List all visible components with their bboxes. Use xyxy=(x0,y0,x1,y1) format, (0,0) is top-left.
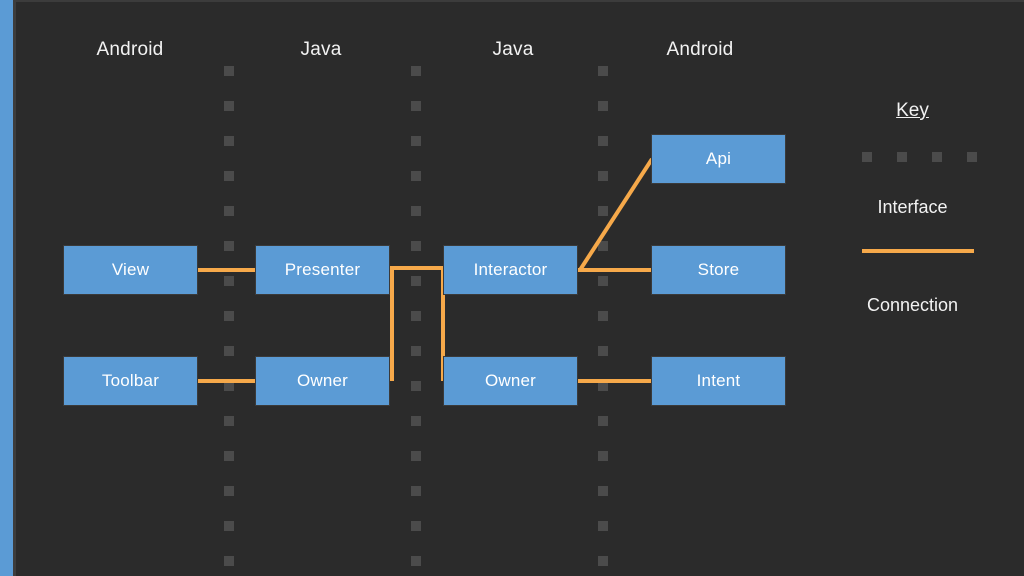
divider-dot xyxy=(224,206,234,216)
divider-dot xyxy=(598,136,608,146)
divider-dot xyxy=(598,311,608,321)
divider-dot xyxy=(411,276,421,286)
divider-dot xyxy=(598,276,608,286)
key-connection-sample xyxy=(862,249,974,253)
interface-divider-3 xyxy=(598,66,610,576)
interface-divider-2 xyxy=(411,66,423,576)
divider-dot xyxy=(224,66,234,76)
divider-dot xyxy=(411,346,421,356)
divider-dot xyxy=(224,241,234,251)
left-accent-bar-edge xyxy=(13,0,16,576)
node-view[interactable]: View xyxy=(63,245,198,295)
divider-dot xyxy=(411,241,421,251)
divider-dot xyxy=(411,521,421,531)
key-dot xyxy=(897,152,907,162)
column-header-android-left: Android xyxy=(96,39,164,60)
key-dot xyxy=(967,152,977,162)
divider-dot xyxy=(224,346,234,356)
key-title: Key xyxy=(896,100,929,121)
key-dot xyxy=(862,152,872,162)
key-dot xyxy=(932,152,942,162)
divider-dot xyxy=(598,416,608,426)
top-rule xyxy=(0,0,1024,2)
divider-dot xyxy=(224,556,234,566)
divider-dot xyxy=(598,206,608,216)
node-owner-left[interactable]: Owner xyxy=(255,356,390,406)
divider-dot xyxy=(598,66,608,76)
connection-bracket-left-leg xyxy=(390,266,394,381)
interface-divider-1 xyxy=(224,66,236,576)
key-interface-label: Interface xyxy=(877,197,948,217)
divider-dot xyxy=(598,171,608,181)
divider-dot xyxy=(411,451,421,461)
connection-interactor-store xyxy=(578,268,652,272)
node-presenter[interactable]: Presenter xyxy=(255,245,390,295)
column-header-java-right: Java xyxy=(492,39,534,60)
divider-dot xyxy=(224,136,234,146)
node-owner-middle[interactable]: Owner xyxy=(443,356,578,406)
column-header-android-right: Android xyxy=(666,39,734,60)
divider-dot xyxy=(411,101,421,111)
divider-dot xyxy=(224,311,234,321)
divider-dot xyxy=(224,521,234,531)
connection-owner-intent xyxy=(578,379,652,383)
divider-dot xyxy=(411,66,421,76)
node-toolbar[interactable]: Toolbar xyxy=(63,356,198,406)
divider-dot xyxy=(411,136,421,146)
connection-toolbar-owner xyxy=(198,379,256,383)
divider-dot xyxy=(598,451,608,461)
divider-dot xyxy=(411,486,421,496)
divider-dot xyxy=(224,276,234,286)
divider-dot xyxy=(598,381,608,391)
divider-dot xyxy=(224,451,234,461)
divider-dot xyxy=(411,556,421,566)
divider-dot xyxy=(411,171,421,181)
divider-dot xyxy=(598,101,608,111)
key-connection-label: Connection xyxy=(866,295,959,315)
connection-view-presenter xyxy=(198,268,256,272)
divider-dot xyxy=(224,101,234,111)
divider-dot xyxy=(224,416,234,426)
divider-dot xyxy=(411,311,421,321)
divider-dot xyxy=(411,206,421,216)
divider-dot xyxy=(598,241,608,251)
node-store[interactable]: Store xyxy=(651,245,786,295)
connection-bracket-right-leg xyxy=(441,266,445,381)
column-header-java-left: Java xyxy=(300,39,342,60)
divider-dot xyxy=(598,346,608,356)
divider-dot xyxy=(224,381,234,391)
divider-dot xyxy=(411,381,421,391)
key-interface-sample xyxy=(862,152,982,162)
divider-dot xyxy=(598,556,608,566)
divider-dot xyxy=(598,521,608,531)
connection-bracket-top xyxy=(390,266,445,270)
divider-dot xyxy=(224,171,234,181)
node-intent[interactable]: Intent xyxy=(651,356,786,406)
divider-dot xyxy=(411,416,421,426)
left-accent-bar xyxy=(0,0,13,576)
divider-dot xyxy=(598,486,608,496)
divider-dot xyxy=(224,486,234,496)
node-interactor[interactable]: Interactor xyxy=(443,245,578,295)
node-api[interactable]: Api xyxy=(651,134,786,184)
